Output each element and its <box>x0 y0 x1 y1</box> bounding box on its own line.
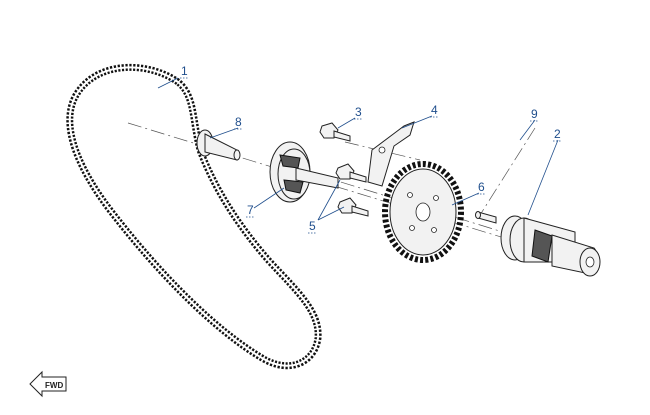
dowel-pin <box>475 211 497 224</box>
bolt-3 <box>319 122 351 142</box>
callout-5: 5 <box>309 219 316 233</box>
forward-label: FWD <box>45 381 63 390</box>
callout-7: 7 <box>247 203 254 217</box>
bolts-5 <box>335 163 369 217</box>
cam-sprocket <box>382 161 464 263</box>
callout-1: 1 <box>181 64 188 78</box>
callout-8: 8 <box>235 115 242 129</box>
lock-plate <box>367 121 415 187</box>
callout-4: 4 <box>431 103 438 117</box>
callout-3: 3 <box>355 105 362 119</box>
camshaft <box>500 215 601 277</box>
callout-9: 9 <box>531 107 538 121</box>
callout-leaders <box>157 77 559 221</box>
callout-labels: 1 2 3 4 5 6 7 8 9 <box>180 64 562 234</box>
axis-lines <box>127 122 561 256</box>
callout-2: 2 <box>554 127 561 141</box>
guide-pin <box>196 129 241 161</box>
forward-arrow-icon: FWD <box>29 370 67 398</box>
timing-chain <box>66 64 322 370</box>
tensioner-disc <box>269 141 339 203</box>
callout-6: 6 <box>478 180 485 194</box>
